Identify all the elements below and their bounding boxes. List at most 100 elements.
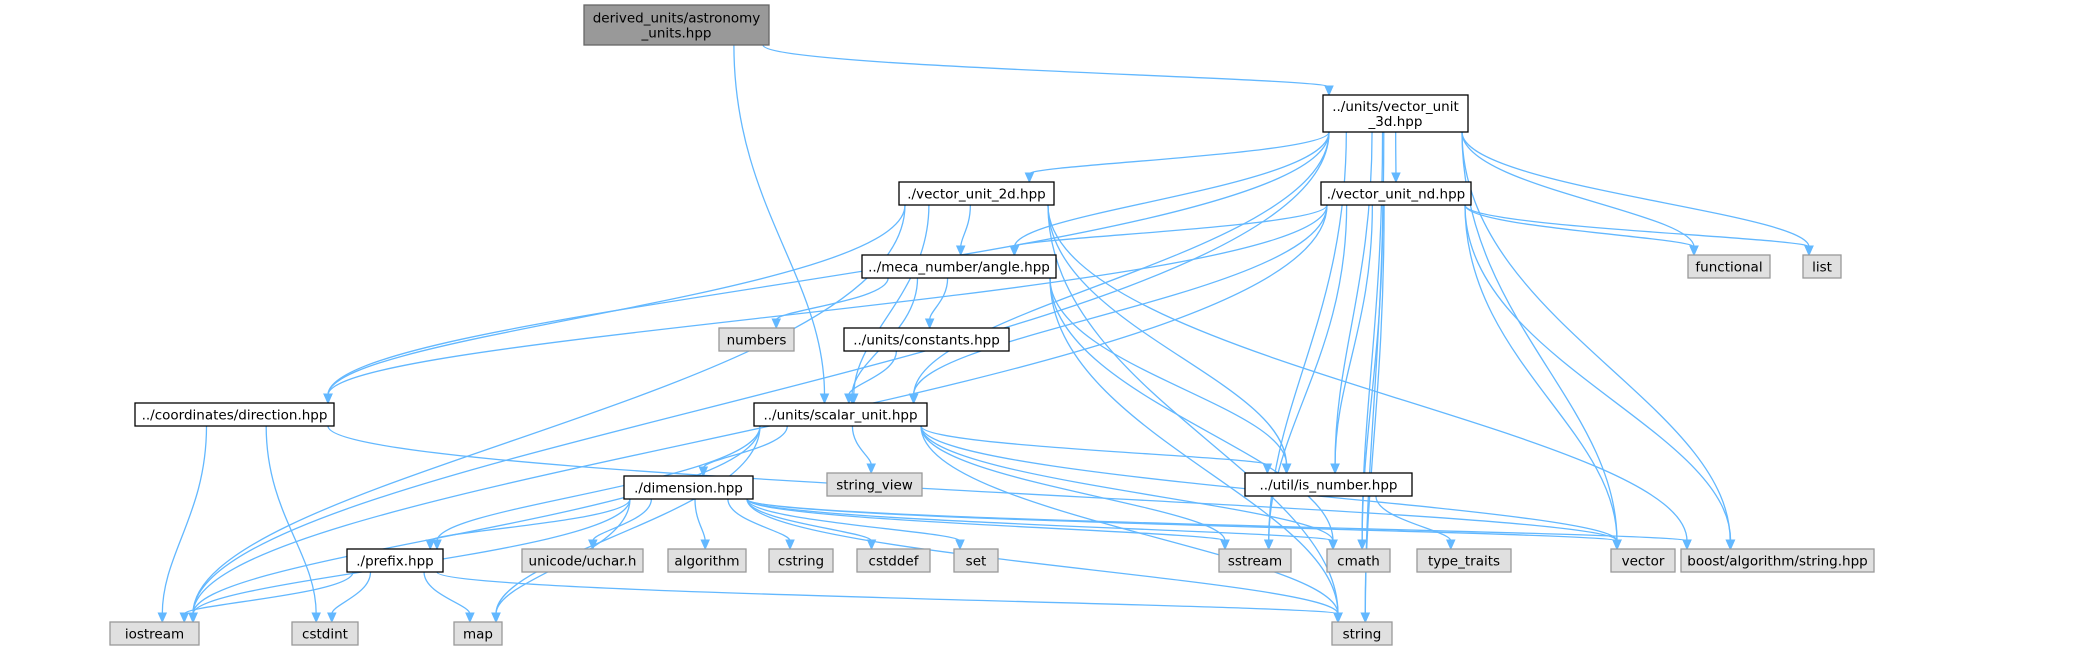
edge-v3d-to-boost <box>1461 131 1735 551</box>
node-direction[interactable]: ../coordinates/direction.hpp <box>134 402 335 427</box>
node-box <box>1802 254 1842 279</box>
edge-dimension-to-cstring <box>727 498 795 551</box>
edge-vnd-to-list <box>1464 204 1814 257</box>
node-prefix[interactable]: ./prefix.hpp <box>346 548 444 573</box>
edge-dimension-to-cstddef <box>746 498 877 551</box>
node-box <box>718 327 795 352</box>
edge-scalar-to-prefix <box>432 425 761 551</box>
node-box <box>1331 621 1393 646</box>
node-vnd[interactable]: ./vector_unit_nd.hpp <box>1320 181 1472 206</box>
node-label: ../units/vector_unit <box>1332 99 1459 115</box>
node-label: unicode/uchar.h <box>529 554 637 570</box>
node-box <box>1322 94 1469 133</box>
edges-layer <box>157 44 1814 624</box>
node-box <box>953 548 999 573</box>
edge-dimension-to-set <box>746 498 965 551</box>
node-v2d[interactable]: ./vector_unit_2d.hpp <box>898 181 1055 206</box>
edge-vnd-to-cmath <box>1357 204 1384 551</box>
node-label: iostream <box>125 627 184 643</box>
edge-vnd-to-sstream <box>1263 204 1348 551</box>
node-box <box>346 548 444 573</box>
edge-angle-to-numbers <box>771 277 889 330</box>
edge-constants-to-scalar <box>844 350 898 405</box>
node-box <box>109 621 200 646</box>
node-root[interactable]: derived_units/astronomy_units.hpp <box>583 4 770 46</box>
node-box <box>768 548 834 573</box>
node-box <box>667 548 747 573</box>
edge-v3d-to-vnd <box>1391 131 1401 184</box>
node-label: cstring <box>778 554 824 570</box>
node-label: sstream <box>1228 554 1282 570</box>
edge-vnd-to-functional <box>1464 204 1699 257</box>
edge-prefix-to-map <box>423 571 475 624</box>
node-cstring: cstring <box>768 548 834 573</box>
node-set: set <box>953 548 999 573</box>
node-box <box>1680 548 1875 573</box>
node-label: derived_units/astronomy <box>593 11 761 27</box>
edge-v3d-to-functional <box>1461 131 1699 257</box>
edge-v3d-to-vector <box>1461 131 1622 551</box>
node-v3d[interactable]: ../units/vector_unit_3d.hpp <box>1322 94 1469 133</box>
node-cmath: cmath <box>1326 548 1391 573</box>
node-label: cstdint <box>302 627 348 643</box>
node-label: ../units/scalar_unit.hpp <box>763 408 917 424</box>
node-label: cmath <box>1337 554 1380 570</box>
node-type-traits: type_traits <box>1416 548 1512 573</box>
edge-v2d-to-direction <box>323 204 906 405</box>
node-label: ./dimension.hpp <box>634 481 743 497</box>
node-box <box>134 402 335 427</box>
node-box <box>291 621 359 646</box>
node-numbers: numbers <box>718 327 795 352</box>
edge-root-to-scalar <box>733 44 830 405</box>
node-list: list <box>1802 254 1842 279</box>
node-scalar[interactable]: ../units/scalar_unit.hpp <box>753 402 928 427</box>
edge-dimension-to-prefix <box>425 498 631 551</box>
node-iostream: iostream <box>109 621 200 646</box>
node-dimension[interactable]: ./dimension.hpp <box>623 475 754 500</box>
node-label: map <box>463 627 493 643</box>
node-constants[interactable]: ../units/constants.hpp <box>843 327 1010 352</box>
nodes-layer: derived_units/astronomy_units.hpp ../unit… <box>109 4 1875 646</box>
node-label: _units.hpp <box>641 26 712 42</box>
node-box <box>843 327 1010 352</box>
edge-dimension-to-algorithm <box>694 498 710 551</box>
node-box <box>826 472 923 497</box>
node-map: map <box>453 621 503 646</box>
node-string: string <box>1331 621 1393 646</box>
edge-scalar-to-iostream <box>188 425 761 624</box>
edge-dimension-to-sstream <box>746 498 1230 551</box>
edge-angle-to-is-number <box>1049 277 1292 475</box>
node-box <box>898 181 1055 206</box>
node-label: cstddef <box>869 554 920 570</box>
node-box <box>1610 548 1676 573</box>
edge-vnd-to-angle <box>1009 204 1328 257</box>
node-box <box>1320 181 1472 206</box>
edge-prefix-to-iostream <box>179 571 354 624</box>
edge-v2d-to-angle <box>955 204 972 257</box>
node-angle[interactable]: ../meca_number/angle.hpp <box>861 254 1057 279</box>
node-box <box>861 254 1057 279</box>
edge-direction-to-cstdint <box>265 425 321 624</box>
node-label: type_traits <box>1428 554 1500 570</box>
node-label: functional <box>1695 260 1762 276</box>
edge-prefix-to-cstdint <box>327 571 372 624</box>
node-box <box>521 548 644 573</box>
node-label: set <box>966 554 987 570</box>
node-string-view: string_view <box>826 472 923 497</box>
node-box <box>1326 548 1391 573</box>
edge-vnd-to-vector <box>1464 204 1622 551</box>
node-box <box>856 548 931 573</box>
node-label: ./prefix.hpp <box>356 554 433 570</box>
node-is-number[interactable]: ../util/is_number.hpp <box>1244 472 1413 497</box>
node-label: algorithm <box>674 554 739 570</box>
node-label: ../meca_number/angle.hpp <box>868 260 1050 276</box>
node-label: _3d.hpp <box>1368 114 1423 130</box>
node-sstream: sstream <box>1218 548 1292 573</box>
node-label: ../units/constants.hpp <box>853 333 1000 349</box>
edge-dimension-to-boost <box>746 498 1692 551</box>
edge-dimension-to-cmath <box>746 498 1338 551</box>
edge-root-to-v3d <box>762 44 1334 97</box>
edge-scalar-to-string-view <box>851 425 876 475</box>
edge-v3d-to-direction <box>323 131 1330 405</box>
